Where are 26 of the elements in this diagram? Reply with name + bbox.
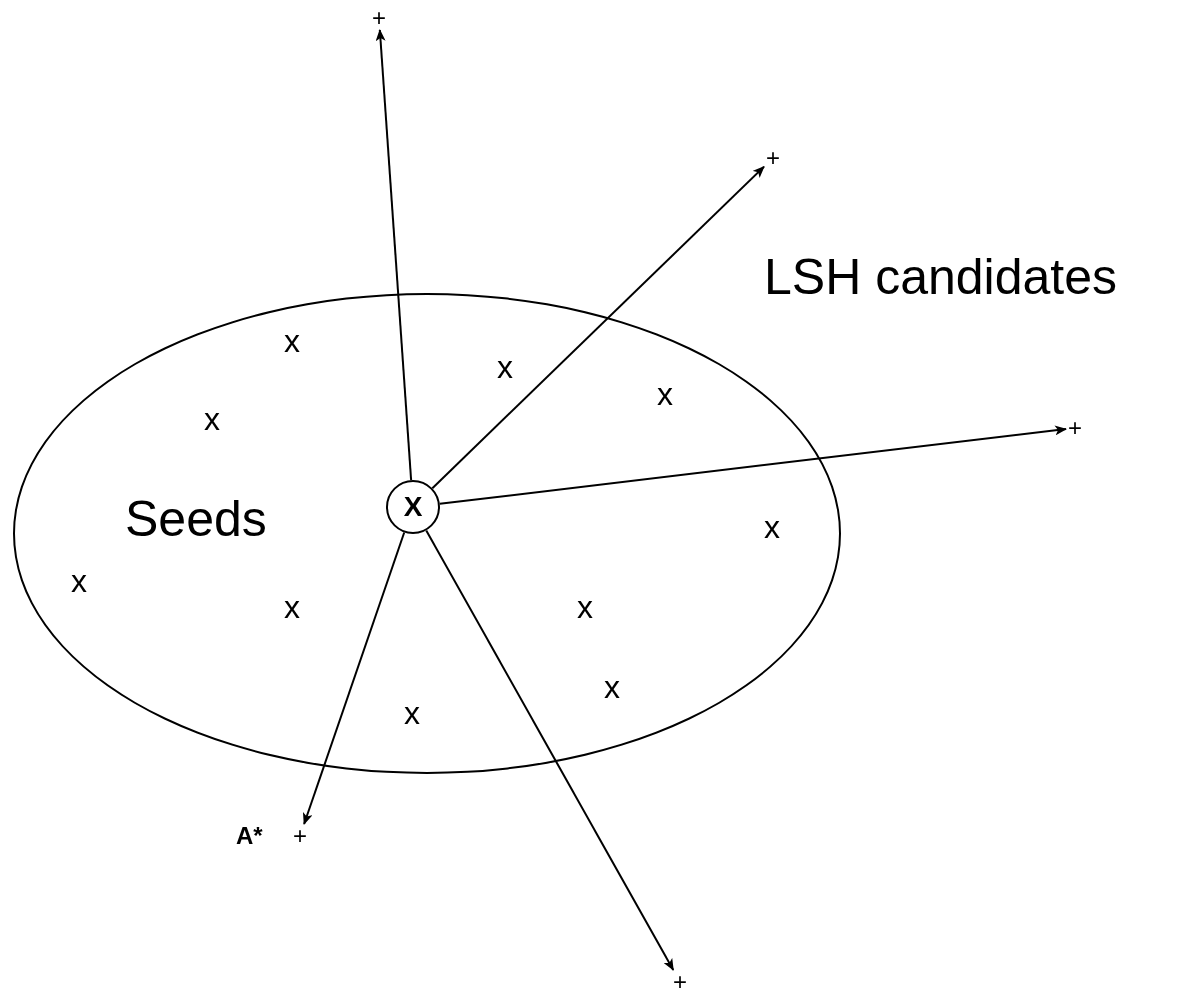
plus-marker: + <box>370 6 388 30</box>
region-label: Seeds <box>125 494 267 544</box>
data-point-mark: x <box>657 378 673 410</box>
arrow <box>425 529 675 971</box>
data-point-mark: x <box>497 351 513 383</box>
plus-marker: + <box>291 824 309 848</box>
plus-marker: + <box>1066 416 1084 440</box>
arrow <box>431 165 765 490</box>
node-label: X <box>403 493 423 521</box>
data-point-mark: x <box>604 671 620 703</box>
data-point-mark: x <box>764 511 780 543</box>
arrow <box>438 425 1067 505</box>
data-point-mark: x <box>284 325 300 357</box>
plus-marker: + <box>671 970 689 991</box>
plus-marker: + <box>764 146 782 170</box>
data-point-mark: x <box>71 565 87 597</box>
data-point-mark: x <box>204 403 220 435</box>
arrow <box>302 531 406 825</box>
circle-node <box>386 480 440 534</box>
data-point-mark: x <box>577 591 593 623</box>
region-label: LSH candidates <box>764 252 1117 302</box>
data-point-mark: x <box>404 697 420 729</box>
data-point-mark: x <box>284 591 300 623</box>
point-label: A* <box>236 824 263 848</box>
ellipse-region <box>13 293 841 774</box>
arrow <box>375 29 413 482</box>
